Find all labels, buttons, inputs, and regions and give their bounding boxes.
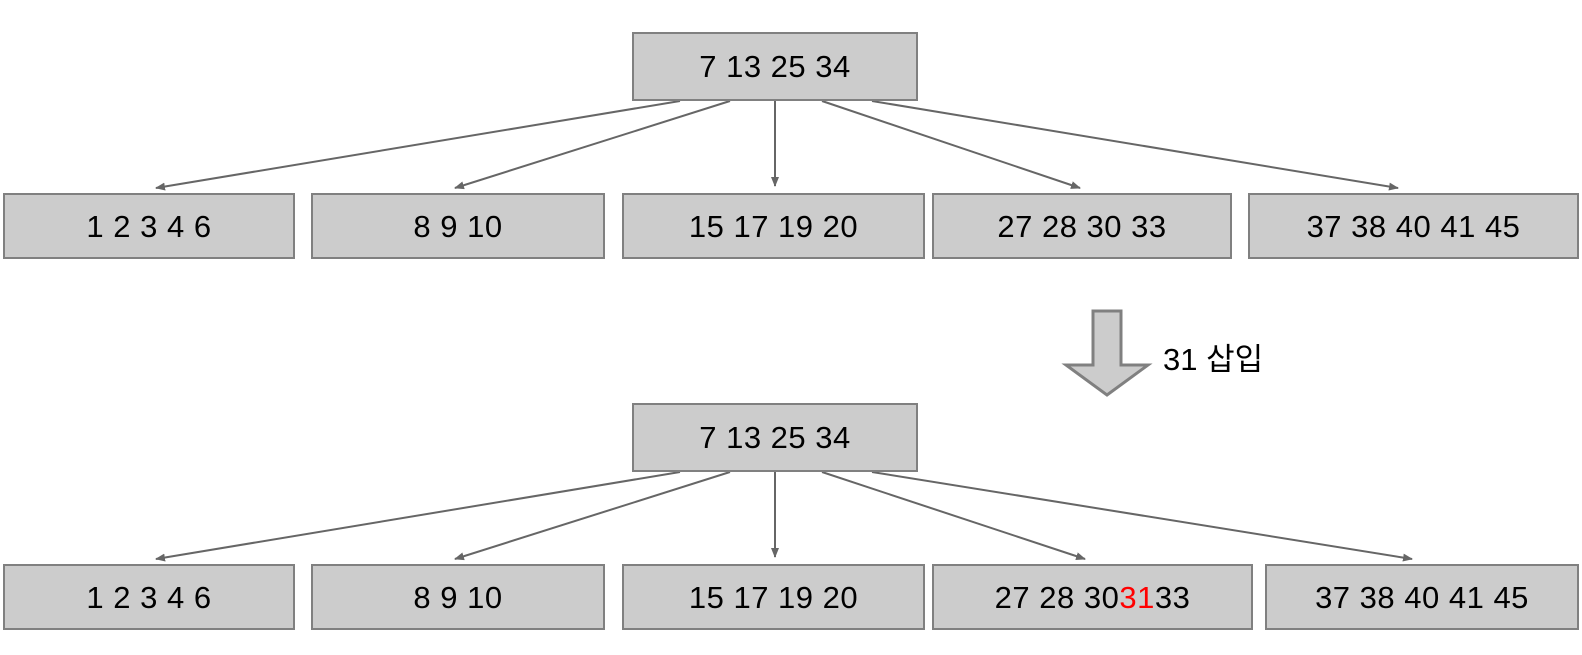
before-edge-1 [155, 100, 681, 191]
before-leaf-keys-4: 27 28 30 33 [997, 208, 1167, 244]
after-leaf-keys-1: 1 2 3 4 6 [86, 579, 212, 615]
before-root-keys: 7 13 25 34 [699, 49, 851, 84]
operation-label: 31 삽입 [1163, 344, 1263, 375]
before-edge-5 [871, 100, 1399, 191]
after-edge-2 [454, 471, 731, 561]
after-leaf-node-1: 1 2 3 4 6 [3, 564, 295, 630]
after-leaf-node-5: 37 38 40 41 45 [1265, 564, 1579, 630]
after-edge-5 [871, 471, 1413, 562]
after-leaf-keys-2: 8 9 10 [413, 579, 503, 615]
before-leaf-keys-5: 37 38 40 41 45 [1306, 208, 1521, 244]
down-block-arrow-icon [1061, 309, 1153, 397]
before-edge-4 [821, 100, 1081, 189]
before-leaf-node-1: 1 2 3 4 6 [3, 193, 295, 259]
before-leaf-keys-3: 15 17 19 20 [688, 208, 859, 244]
before-leaf-node-3: 15 17 19 20 [622, 193, 925, 259]
after-leaf-keys-3: 15 17 19 20 [688, 579, 859, 615]
after-root-node: 7 13 25 34 [632, 403, 918, 472]
before-edge-2 [454, 100, 731, 190]
after-leaf-keys-5: 37 38 40 41 45 [1315, 579, 1529, 615]
before-root-node: 7 13 25 34 [632, 32, 918, 101]
after-edge-group [155, 471, 1413, 562]
after-leaf-keys-4-prefix: 27 28 30 [994, 579, 1120, 615]
after-root-keys: 7 13 25 34 [699, 420, 851, 455]
before-edge-group [155, 100, 1399, 191]
before-leaf-keys-2: 8 9 10 [413, 208, 503, 244]
before-leaf-node-5: 37 38 40 41 45 [1248, 193, 1579, 259]
before-leaf-node-2: 8 9 10 [311, 193, 605, 259]
after-leaf-node-4: 27 28 30 31 33 [932, 564, 1253, 630]
after-leaf-node-2: 8 9 10 [311, 564, 605, 630]
after-leaf-node-3: 15 17 19 20 [622, 564, 925, 630]
before-leaf-keys-1: 1 2 3 4 6 [86, 208, 212, 244]
after-edge-4 [821, 471, 1086, 560]
after-edge-1 [155, 471, 681, 562]
after-leaf-keys-4-suffix: 33 [1154, 579, 1191, 615]
operation-label-text: 31 삽입 [1163, 342, 1264, 377]
before-leaf-node-4: 27 28 30 33 [932, 193, 1232, 259]
after-leaf-inserted-key: 31 [1119, 579, 1155, 615]
